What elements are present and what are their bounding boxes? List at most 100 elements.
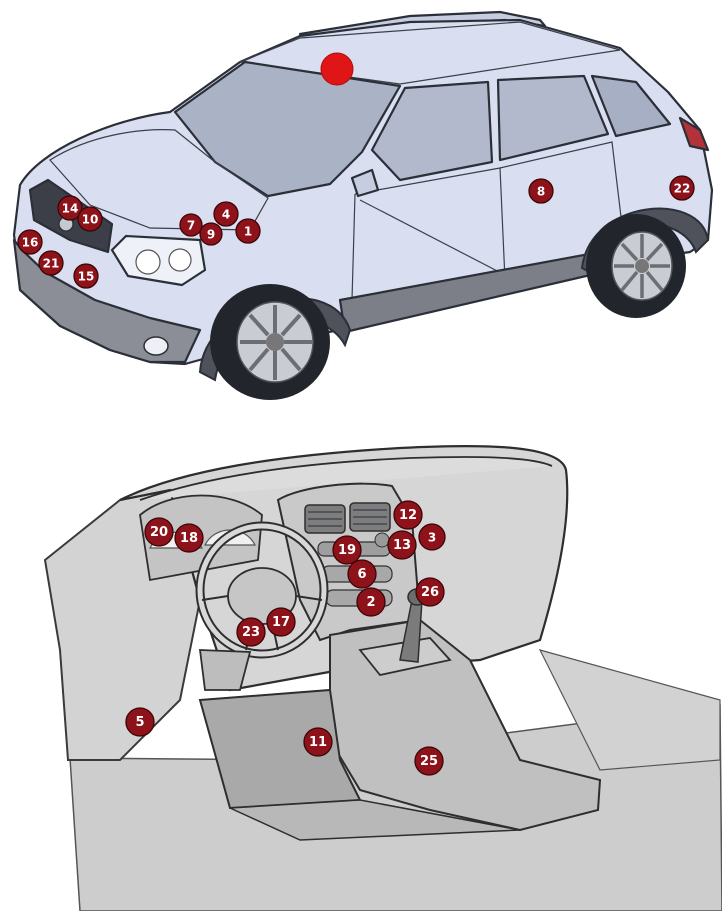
marker-label: 21: [43, 257, 60, 271]
fuse-marker-20: 20: [144, 517, 174, 547]
fuse-marker-18: 18: [174, 523, 204, 553]
marker-circle: [179, 213, 203, 237]
fuse-marker-4: 4: [213, 201, 239, 227]
fuse-marker-10: 10: [77, 206, 103, 232]
marker-label: 9: [207, 228, 215, 242]
rear-door-line: [499, 141, 626, 251]
fuse-marker-6: 6: [347, 559, 377, 589]
marker-label: 18: [180, 531, 198, 546]
quarter-window: [590, 74, 672, 138]
marker-label: 7: [187, 219, 195, 233]
marker-circle: [387, 530, 417, 560]
marker-circle: [415, 577, 445, 607]
front-side-window: [370, 80, 494, 182]
lower-dash-panel: [198, 688, 362, 810]
dashboard-markers: 20 18 12 3 19 13 6 26 2 23 17 5 11 25: [125, 500, 446, 776]
marker-label: 17: [272, 615, 290, 630]
rear-wheel: [586, 214, 686, 318]
fuse-marker-15: 15: [73, 263, 99, 289]
marker-label: 22: [674, 182, 691, 196]
headlight-lens-2: [168, 248, 192, 272]
marker-label: 4: [222, 208, 230, 222]
fuse-marker-1: 1: [235, 218, 261, 244]
marker-circle: [356, 587, 386, 617]
marker-label: 13: [393, 538, 411, 553]
fuse-marker-9: 9: [199, 222, 223, 246]
marker-label: 11: [309, 735, 327, 750]
fog-light: [143, 336, 169, 356]
fuse-marker-25: 25: [414, 746, 444, 776]
headlight-lens-1: [135, 249, 161, 275]
marker-circle: [17, 229, 43, 255]
marker-label: 8: [537, 185, 545, 199]
marker-label: 10: [82, 213, 99, 227]
fuse-marker-3: 3: [418, 523, 446, 551]
vent-slats: [308, 509, 387, 527]
marker-label: 16: [22, 236, 39, 250]
dashboard-illustration: [43, 444, 722, 911]
marker-label: 23: [242, 625, 260, 640]
fuse-marker-19: 19: [332, 535, 362, 565]
car-illustration: [12, 10, 714, 400]
hazard-knob: [374, 532, 390, 548]
fuse-marker-8: 8: [528, 178, 554, 204]
marker-label: 14: [62, 202, 79, 216]
fuse-marker-11: 11: [303, 727, 333, 757]
fuse-marker-23: 23: [236, 617, 266, 647]
marker-circle: [235, 218, 261, 244]
marker-label: 2: [366, 595, 375, 610]
marker-circle: [669, 175, 695, 201]
fuse-marker-26: 26: [415, 577, 445, 607]
console-tunnel: [329, 618, 602, 832]
marker-circle: [528, 178, 554, 204]
marker-label: 25: [420, 754, 438, 769]
fuse-marker-16: 16: [17, 229, 43, 255]
marker-circle: [266, 607, 296, 637]
rear-side-window: [496, 74, 610, 162]
marker-label: 12: [399, 508, 417, 523]
marker-circle: [73, 263, 99, 289]
marker-circle: [332, 535, 362, 565]
marker-circle: [57, 195, 83, 221]
marker-label: 20: [150, 525, 168, 540]
marker-circle: [347, 559, 377, 589]
marker-label: 15: [78, 270, 95, 284]
roof-panel: [237, 21, 621, 85]
steering-column: [198, 649, 252, 691]
side-mirror: [350, 168, 380, 198]
marker-label: 6: [357, 567, 366, 582]
marker-circle: [213, 201, 239, 227]
fuse-marker-5: 5: [125, 707, 155, 737]
tail-light: [678, 116, 710, 152]
marker-circle: [199, 222, 223, 246]
fuse-marker-12: 12: [393, 500, 423, 530]
body-crease: [359, 199, 506, 276]
fuse-marker-21: 21: [38, 250, 64, 276]
marker-label: 19: [338, 543, 356, 558]
marker-label: 1: [244, 225, 252, 239]
marker-circle: [236, 617, 266, 647]
marker-circle: [144, 517, 174, 547]
marker-label: 26: [421, 585, 439, 600]
marker-circle: [77, 206, 103, 232]
marker-circle: [174, 523, 204, 553]
front-wheel: [210, 284, 330, 400]
dashboard-top: [139, 456, 553, 501]
fuse-marker-22: 22: [669, 175, 695, 201]
floor-right: [538, 649, 721, 771]
fuse-marker-2: 2: [356, 587, 386, 617]
fuse-marker-17: 17: [266, 607, 296, 637]
footwell: [229, 799, 521, 841]
fuse-marker-13: 13: [387, 530, 417, 560]
marker-label: 5: [135, 715, 144, 730]
marker-circle: [125, 707, 155, 737]
marker-circle: [38, 250, 64, 276]
marker-circle: [303, 727, 333, 757]
marker-circle: [393, 500, 423, 530]
fuse-marker-7: 7: [179, 213, 203, 237]
marker-label: 3: [428, 531, 436, 545]
fuse-marker-14: 14: [57, 195, 83, 221]
highlight-dot: [320, 52, 354, 86]
